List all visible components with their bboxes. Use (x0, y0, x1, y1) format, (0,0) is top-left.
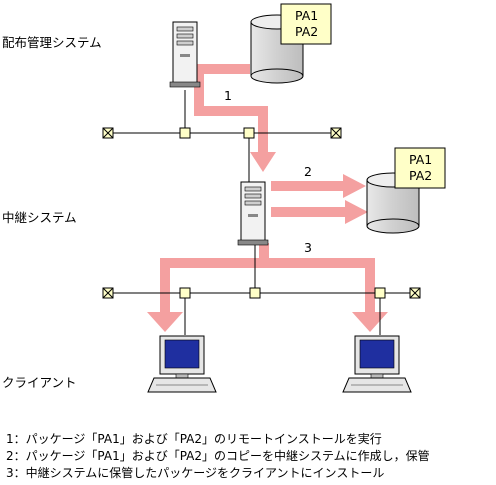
step-number-3: 3 (304, 240, 312, 255)
label-distribution-system: 配布管理システム (2, 35, 102, 50)
network-bottom (110, 240, 420, 335)
package-label: PA2 (295, 24, 319, 39)
network-top (113, 90, 337, 187)
label-relay-system: 中継システム (2, 210, 77, 225)
server-icon-relay (237, 181, 269, 246)
arrow-3 (147, 243, 388, 332)
package-box-relay (394, 147, 446, 189)
step-number-2: 2 (304, 164, 312, 179)
package-label: PA2 (409, 168, 433, 183)
server-icon-distribution (169, 21, 201, 88)
note-step-2: 2：パッケージ「PA1」および「PA2」のコピーを中継システムに作成し，保管 (6, 449, 430, 463)
step-number-1: 1 (224, 88, 232, 103)
package-label: PA1 (409, 152, 433, 167)
label-client: クライアント (2, 375, 77, 390)
package-box-distribution (280, 3, 332, 45)
arrow-2 (271, 174, 368, 224)
client-pc-icon-left (147, 335, 217, 393)
arrow-1 (194, 64, 276, 172)
client-pc-icon-right (342, 335, 412, 393)
note-step-3: 3：中継システムに保管したパッケージをクライアントにインストール (6, 466, 385, 480)
node-icon (179, 127, 386, 299)
terminator-icon (102, 127, 421, 299)
package-label: PA1 (295, 8, 319, 23)
note-step-1: 1：パッケージ「PA1」および「PA2」のリモートインストールを実行 (6, 432, 382, 446)
